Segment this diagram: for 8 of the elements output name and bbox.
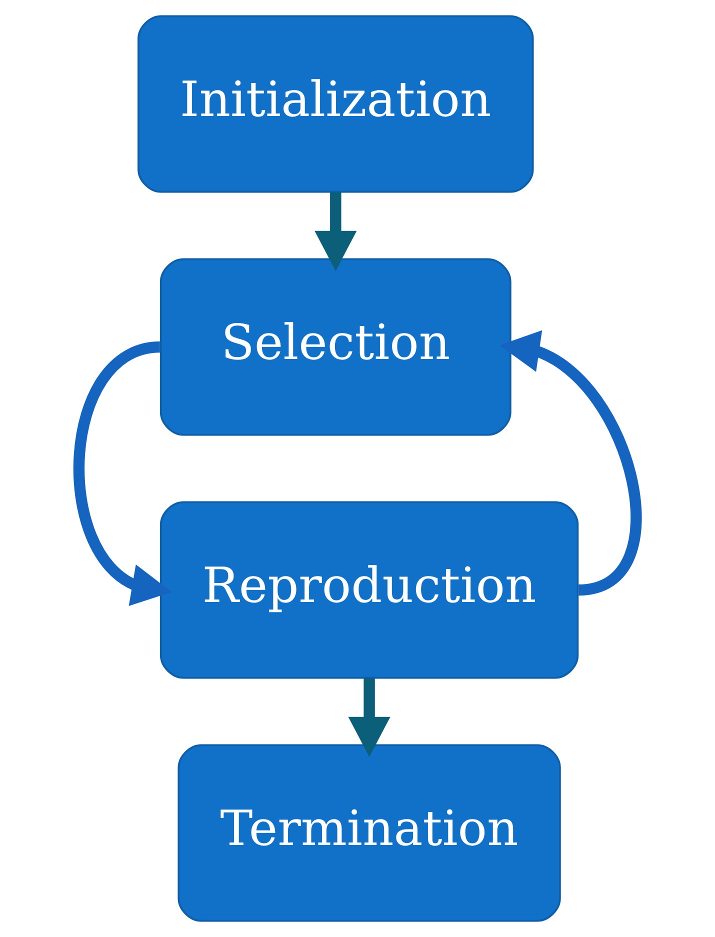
arrow bbox=[74, 341, 172, 606]
arrow bbox=[314, 192, 357, 271]
node-box: Reproduction bbox=[160, 501, 579, 679]
node-box: Initialization bbox=[138, 15, 534, 193]
arrow bbox=[499, 330, 642, 596]
arrow bbox=[348, 678, 390, 757]
node-box: Selection bbox=[160, 258, 512, 436]
node-box: Termination bbox=[178, 744, 561, 922]
